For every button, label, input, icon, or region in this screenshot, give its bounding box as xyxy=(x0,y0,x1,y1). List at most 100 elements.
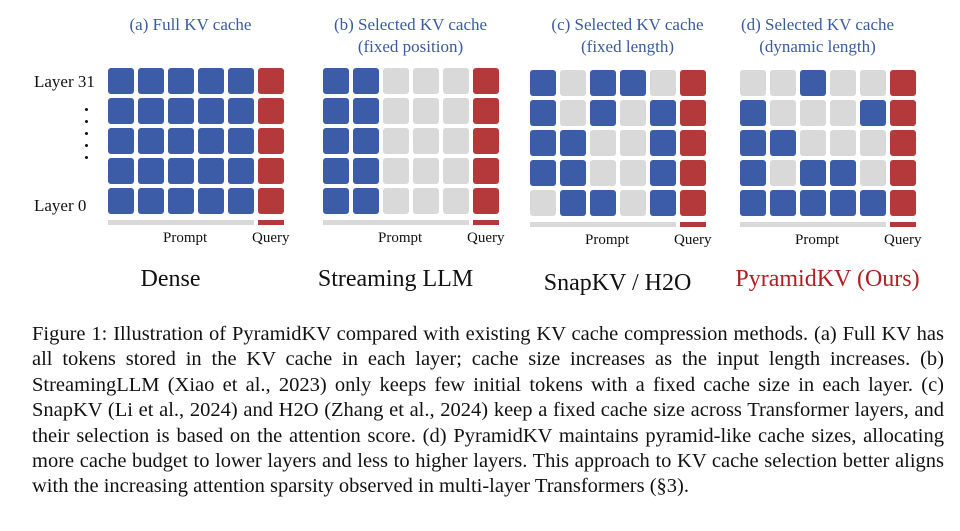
evicted-token-cell xyxy=(620,160,646,186)
panel-snapkv-h2o: (c) Selected KV cache (fixed length) Pro… xyxy=(530,0,735,310)
query-token-cell xyxy=(680,160,706,186)
query-label: Query xyxy=(884,232,922,248)
kept-token-cell xyxy=(323,158,349,184)
query-token-cell xyxy=(258,68,284,94)
evicted-token-cell xyxy=(383,188,409,214)
query-token-cell xyxy=(680,100,706,126)
query-token-cell xyxy=(890,190,916,216)
kept-token-cell xyxy=(650,100,676,126)
kept-token-cell xyxy=(198,188,224,214)
evicted-token-cell xyxy=(770,70,796,96)
evicted-token-cell xyxy=(383,98,409,124)
kept-token-cell xyxy=(353,128,379,154)
query-token-cell xyxy=(890,70,916,96)
evicted-token-cell xyxy=(383,68,409,94)
panel-pyramidkv: (d) Selected KV cache (dynamic length) P… xyxy=(735,0,945,310)
panel-title: (d) Selected KV cache (dynamic length) xyxy=(740,15,895,56)
evicted-token-cell xyxy=(860,160,886,186)
evicted-token-cell xyxy=(560,70,586,96)
evicted-token-cell xyxy=(830,100,856,126)
kept-token-cell xyxy=(740,160,766,186)
kept-token-cell xyxy=(168,128,194,154)
prompt-bar xyxy=(323,220,469,225)
evicted-token-cell xyxy=(383,158,409,184)
kept-token-cell xyxy=(353,68,379,94)
prompt-bar xyxy=(108,220,254,225)
kept-token-cell xyxy=(530,160,556,186)
vertical-ellipsis xyxy=(84,108,90,168)
evicted-token-cell xyxy=(383,128,409,154)
kept-token-cell xyxy=(228,68,254,94)
kept-token-cell xyxy=(800,160,826,186)
query-token-cell xyxy=(890,130,916,156)
evicted-token-cell xyxy=(560,100,586,126)
prompt-bar xyxy=(530,222,676,227)
evicted-token-cell xyxy=(800,100,826,126)
kept-token-cell xyxy=(740,190,766,216)
query-bar xyxy=(680,222,706,227)
query-token-cell xyxy=(890,100,916,126)
kept-token-cell xyxy=(228,158,254,184)
method-label: Streaming LLM xyxy=(317,266,474,292)
query-token-cell xyxy=(258,158,284,184)
method-label: Dense xyxy=(140,266,201,292)
prompt-label: Prompt xyxy=(378,230,423,246)
kept-token-cell xyxy=(198,68,224,94)
kept-token-cell xyxy=(650,130,676,156)
kept-token-cell xyxy=(650,190,676,216)
kept-token-cell xyxy=(620,70,646,96)
evicted-token-cell xyxy=(830,130,856,156)
kept-token-cell xyxy=(770,130,796,156)
evicted-token-cell xyxy=(620,100,646,126)
kv-cache-grid: Prompt Query xyxy=(740,70,922,248)
evicted-token-cell xyxy=(413,158,439,184)
query-token-cell xyxy=(473,158,499,184)
kept-token-cell xyxy=(168,68,194,94)
query-token-cell xyxy=(473,98,499,124)
query-token-cell xyxy=(473,68,499,94)
kept-token-cell xyxy=(353,188,379,214)
query-label: Query xyxy=(674,232,712,248)
kept-token-cell xyxy=(198,158,224,184)
evicted-token-cell xyxy=(800,130,826,156)
prompt-label: Prompt xyxy=(585,232,630,248)
kept-token-cell xyxy=(530,130,556,156)
kept-token-cell xyxy=(353,98,379,124)
kept-token-cell xyxy=(138,68,164,94)
evicted-token-cell xyxy=(740,70,766,96)
kept-token-cell xyxy=(740,100,766,126)
evicted-token-cell xyxy=(860,130,886,156)
query-label: Query xyxy=(252,230,290,246)
method-label: SnapKV / H2O xyxy=(543,270,692,296)
evicted-token-cell xyxy=(443,188,469,214)
prompt-bar xyxy=(740,222,886,227)
kept-token-cell xyxy=(138,188,164,214)
evicted-token-cell xyxy=(590,130,616,156)
kept-token-cell xyxy=(770,190,796,216)
kept-token-cell xyxy=(198,98,224,124)
kept-token-cell xyxy=(860,100,886,126)
kept-token-cell xyxy=(198,128,224,154)
query-label: Query xyxy=(467,230,505,246)
evicted-token-cell xyxy=(620,130,646,156)
kept-token-cell xyxy=(108,158,134,184)
evicted-token-cell xyxy=(620,190,646,216)
layer-0-label: Layer 0 xyxy=(34,196,87,215)
panel-title: (a) Full KV cache xyxy=(129,15,252,34)
prompt-label: Prompt xyxy=(795,232,840,248)
kept-token-cell xyxy=(108,68,134,94)
kept-token-cell xyxy=(108,128,134,154)
kept-token-cell xyxy=(323,68,349,94)
panel-title: (b) Selected KV cache (fixed position) xyxy=(333,15,488,56)
evicted-token-cell xyxy=(443,128,469,154)
query-bar xyxy=(473,220,499,225)
kept-token-cell xyxy=(323,98,349,124)
kept-token-cell xyxy=(228,98,254,124)
kept-token-cell xyxy=(168,98,194,124)
kv-cache-grid: Prompt Query xyxy=(530,70,712,248)
panel-streaming-llm: (b) Selected KV cache (fixed position) P… xyxy=(318,0,528,310)
kept-token-cell xyxy=(138,158,164,184)
query-token-cell xyxy=(258,128,284,154)
